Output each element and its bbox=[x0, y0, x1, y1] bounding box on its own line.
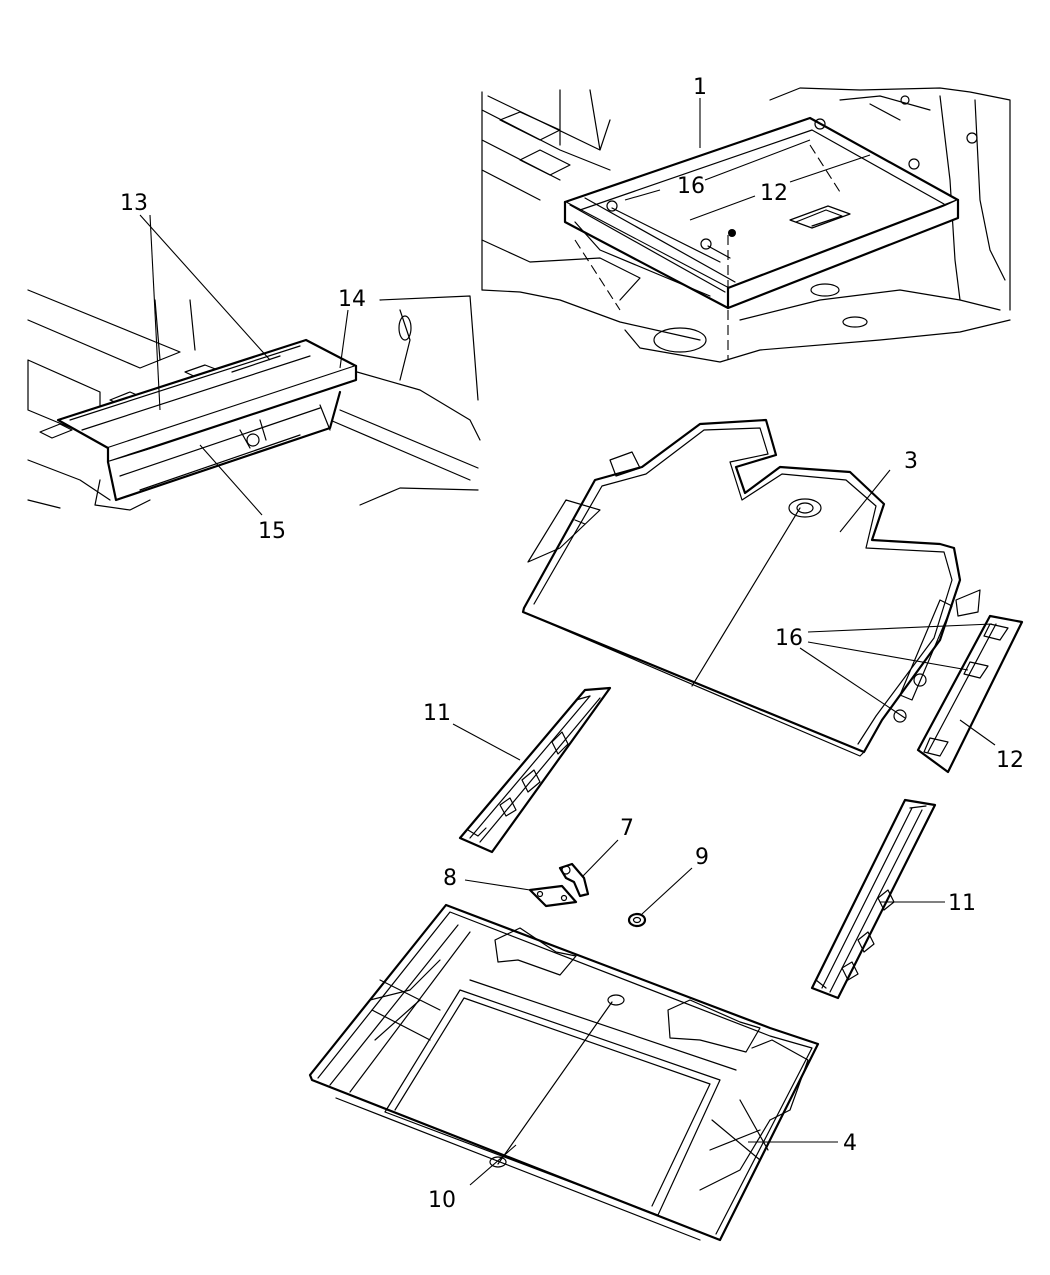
callout-14: 14 bbox=[338, 287, 366, 312]
callout-12-right: 12 bbox=[996, 748, 1024, 773]
callout-1: 1 bbox=[693, 75, 707, 100]
installed-view-rear-cargo: 1 16 12 bbox=[481, 75, 1011, 363]
callout-13: 13 bbox=[120, 191, 148, 216]
part-4-storage-tray: 4 bbox=[308, 903, 857, 1242]
callout-10: 10 bbox=[428, 1188, 456, 1213]
part-11-side-rail-right: 11 bbox=[810, 798, 976, 1000]
callout-16-right: 16 bbox=[775, 626, 803, 651]
callout-11-left: 11 bbox=[423, 701, 451, 726]
callout-8: 8 bbox=[443, 866, 457, 891]
part-7-latch: 7 bbox=[558, 816, 634, 898]
part-12-hinge-strip: 16 12 bbox=[775, 614, 1024, 774]
part-11-side-rail-left: 11 bbox=[423, 686, 612, 854]
installed-view-folding-bin: 13 14 15 bbox=[27, 191, 481, 544]
part-9-clip: 9 bbox=[627, 845, 709, 928]
callout-3: 3 bbox=[904, 449, 918, 474]
part-10-tray-liner: 10 bbox=[384, 979, 737, 1216]
part-3-load-floor-panel: 3 bbox=[521, 418, 981, 757]
callout-7: 7 bbox=[620, 816, 634, 841]
callout-15: 15 bbox=[258, 519, 286, 544]
callout-12-top: 12 bbox=[760, 181, 788, 206]
callout-9: 9 bbox=[695, 845, 709, 870]
callout-16-top: 16 bbox=[677, 174, 705, 199]
part-8-striker: 8 bbox=[443, 866, 578, 908]
callout-11-right: 11 bbox=[948, 891, 976, 916]
callout-4: 4 bbox=[843, 1131, 857, 1156]
